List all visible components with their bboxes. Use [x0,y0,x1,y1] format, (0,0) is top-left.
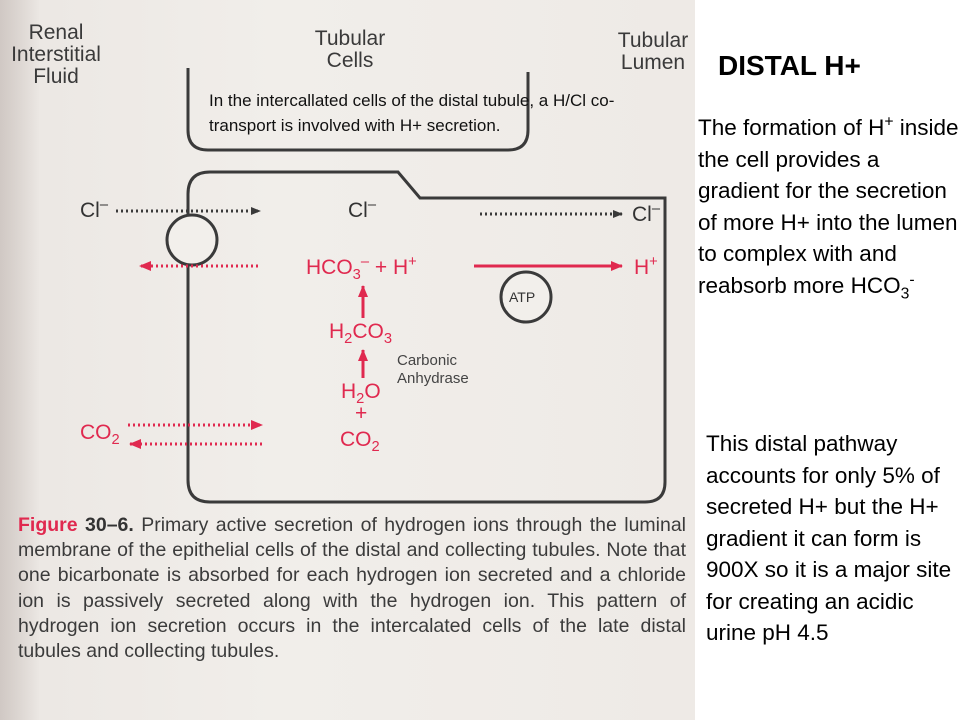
page-edge-shadow [0,0,40,720]
co2-interstitial-label: CO2 [80,421,120,449]
plus-sign: + [355,402,368,425]
co2-cell-label: CO2 [340,428,380,456]
header-renal-interstitial-fluid: Renal Interstitial Fluid [11,21,101,88]
header-tubular-cells: Tubular Cells [314,27,386,72]
cl-label-cell: Cl– [348,197,377,222]
hco3-plus-h-label: HCO3– + H+ [306,254,417,284]
slide-paragraph-pathway: This distal pathway accounts for only 5%… [706,431,952,645]
h2co3-label: H2CO3 [329,320,393,348]
h2o-label: H2O [341,380,381,408]
cl-label-interstitial: Cl– [80,197,109,222]
overlay-note: In the intercallated cells of the distal… [209,91,615,135]
basolateral-transporter [165,213,219,267]
header-tubular-lumen: Tubular Lumen [617,29,689,74]
figure-number: 30–6. [85,514,134,536]
figure-caption: Figure 30–6. Primary active secretion of… [18,513,686,664]
tubular-cell-body [186,170,667,504]
figure-label: Figure [18,514,78,536]
cl-label-lumen: Cl– [632,201,661,226]
figure-caption-text: Primary active secretion of hydrogen ion… [18,514,687,663]
slide-paragraph-gradient: The formation of H+ inside the cell prov… [698,113,959,302]
atp-pump [499,270,553,324]
atp-label: ATP [509,289,536,305]
slide-title: DISTAL H+ [718,50,861,81]
lumen-tubule-outline [186,68,530,152]
textbook-figure-scan [0,0,695,720]
h-lumen-label: H+ [634,254,658,279]
